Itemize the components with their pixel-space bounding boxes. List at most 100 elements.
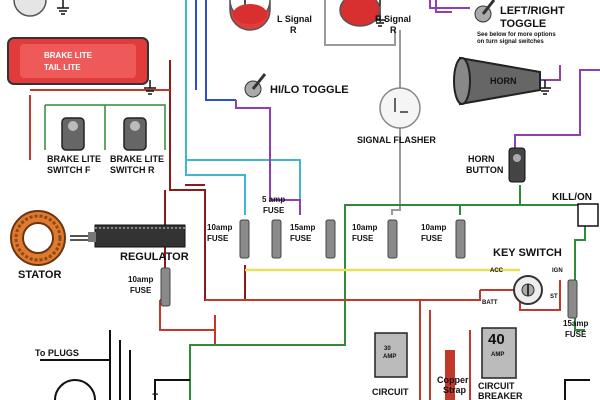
kill-on-switch: [577, 203, 599, 227]
horn-label: HORN: [490, 76, 517, 86]
copper-strap-label-1: Copper: [437, 375, 469, 385]
l-signal-label: L Signal: [277, 14, 312, 24]
r-signal-label: R Signal: [375, 14, 411, 24]
plus-label: +: [152, 389, 158, 400]
brake-tail-lite-lens: [20, 44, 136, 78]
batt-label: BATT: [482, 300, 498, 306]
fuse-5amp: [271, 219, 282, 259]
to-plugs-label: To PLUGS: [35, 348, 79, 358]
left-right-toggle: [474, 0, 496, 23]
kill-on-label: KILL/ON: [552, 192, 592, 203]
tail-lite-label: TAIL LITE: [44, 63, 81, 72]
circuit-breaker-label-2: BREAKER: [478, 391, 523, 400]
brake-switch-front: [61, 117, 85, 151]
toggle-note-2: on turn signal switches: [477, 39, 544, 45]
fuse-10amp-b-label-1: 10amp: [352, 223, 377, 232]
fuse-5amp-label-1: 5 amp: [262, 195, 285, 204]
right-signal-bulb: [339, 0, 381, 27]
left-signal-bulb-glow: [233, 4, 267, 24]
horn: [453, 56, 541, 106]
fuse-10amp-c-label-1: 10amp: [421, 223, 446, 232]
cb30-unit: AMP: [383, 354, 396, 360]
toggle-note-1: See below for more options: [477, 32, 556, 38]
fuse-10amp-b: [387, 219, 398, 259]
left-right-toggle-label-1: LEFT/RIGHT: [500, 5, 565, 17]
fuse-10amp-a-label-2: FUSE: [207, 234, 229, 243]
hi-lo-toggle-label: HI/LO TOGGLE: [270, 84, 349, 96]
stator: [10, 210, 66, 266]
brake-lite-label: BRAKE LITE: [44, 51, 93, 60]
battery-terminal: [54, 379, 96, 400]
ground-icon: [539, 80, 551, 95]
wire-red: [29, 89, 216, 345]
wire-black-2: [154, 379, 590, 400]
acc-label: ACC: [490, 268, 504, 274]
ground-icon: [57, 0, 69, 15]
fuse-15amp-a-label-1: 15amp: [290, 223, 315, 232]
wire-cyan: [185, 0, 301, 215]
wire-purple-2: [429, 0, 600, 150]
signal-flasher: [379, 87, 421, 129]
key-switch: [513, 275, 543, 305]
fuse-15amp-a: [325, 219, 336, 259]
brake-switch-f-label-1: BRAKE LITE: [47, 154, 101, 164]
circuit-breaker-label-1: CIRCUIT: [478, 381, 515, 391]
wire-purple: [235, 100, 301, 215]
cb40-unit: AMP: [491, 352, 504, 358]
brake-switch-wiring: [44, 104, 166, 150]
fuse-10amp-d-label-2: FUSE: [130, 286, 152, 295]
cb40-value: 40: [488, 331, 505, 348]
circuit-label: CIRCUIT: [372, 387, 409, 397]
fuses: [160, 219, 578, 319]
wire-red-2: [205, 280, 561, 311]
left-signal-lamp: [229, 0, 271, 31]
fuse-5amp-label-2: FUSE: [263, 206, 285, 215]
fuse-15amp-b-label-1: 15amp: [563, 319, 588, 328]
circuit-breaker-30: [374, 332, 408, 378]
stator-label: STATOR: [18, 269, 61, 281]
key-switch-label: KEY SWITCH: [493, 247, 562, 259]
horn-bell: [453, 57, 471, 105]
circuit-breaker-40: [481, 327, 517, 379]
fuse-15amp-b: [567, 279, 578, 319]
cb30-value: 30: [384, 346, 391, 352]
horn-button: [508, 147, 526, 183]
wire-regulator: [70, 235, 90, 241]
brake-switch-f-label-2: SWITCH F: [47, 165, 91, 175]
copper-strap: [445, 350, 455, 400]
wire-gray: [391, 30, 401, 215]
fuse-10amp-c-label-2: FUSE: [421, 234, 443, 243]
hi-lo-toggle: [244, 73, 267, 98]
r-signal-r-label: R: [390, 25, 397, 35]
fuse-10amp-c: [455, 219, 466, 259]
fuse-15amp-b-label-2: FUSE: [565, 330, 587, 339]
fuse-10amp-b-label-2: FUSE: [352, 234, 374, 243]
l-signal-r-label: R: [290, 25, 297, 35]
right-signal-lamp: [339, 0, 381, 27]
wire-green: [189, 185, 521, 400]
wire-blue: [195, 0, 236, 101]
wire-darkred: [160, 60, 246, 301]
ign-label: IGN: [552, 268, 563, 274]
copper-strap-label-2: Strap: [443, 385, 467, 395]
fuse-15amp-a-label-2: FUSE: [290, 234, 312, 243]
fuse-10amp-a-label-1: 10amp: [207, 223, 232, 232]
fuse-10amp-d: [160, 267, 171, 307]
wire-red-3: [419, 300, 471, 400]
brake-switch-rear: [123, 117, 147, 151]
fuse-10amp-d-label-1: 10amp: [128, 275, 153, 284]
signal-flasher-label: SIGNAL FLASHER: [357, 135, 436, 145]
regulator: [88, 224, 186, 248]
brake-tail-lite: [7, 37, 149, 85]
horn-button-label-2: BUTTON: [466, 165, 503, 175]
horn-button-label-1: HORN: [468, 154, 495, 164]
brake-switch-r-label-1: BRAKE LITE: [110, 154, 164, 164]
st-label: ST: [550, 294, 558, 300]
left-right-toggle-label-2: TOGGLE: [500, 18, 546, 30]
ground-icon: [144, 80, 156, 95]
regulator-label: REGULATOR: [120, 251, 189, 263]
wire-gray-2: [324, 0, 396, 46]
wire-black: [40, 330, 131, 400]
